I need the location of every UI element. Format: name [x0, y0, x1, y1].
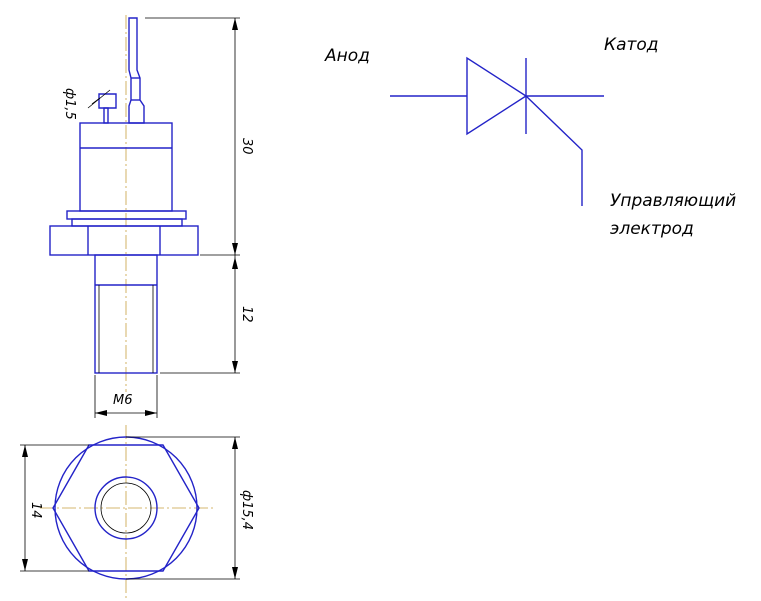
threaded-stud [94, 254, 158, 374]
dim-thread-length: 12 [239, 306, 254, 323]
gate-leader-mark [91, 97, 101, 105]
top-lead [128, 17, 145, 124]
arrow-icon [232, 243, 238, 255]
anode-label: Анод [324, 46, 370, 66]
stud-circle-inner [100, 482, 152, 534]
gate-label-line1: Управляющий [610, 191, 736, 211]
stud-circle-outer [94, 476, 158, 540]
arrow-icon [232, 567, 238, 579]
dim-hex-width: 14 [28, 502, 43, 519]
dim-gate-diameter: ф1,5 [62, 88, 77, 120]
arrow-icon [22, 559, 28, 571]
arrow-icon [232, 437, 238, 449]
flange-2 [71, 218, 183, 227]
arrow-icon [145, 410, 157, 416]
diode-triangle [466, 56, 528, 136]
arrow-icon [95, 410, 107, 416]
top-view: 14 ф15,4 [20, 425, 254, 598]
hex-side [49, 225, 199, 256]
thyristor-symbol: Анод Катод Управляющий электрод [324, 35, 736, 239]
hexagon [52, 444, 200, 572]
gate-lead [103, 107, 109, 124]
side-view: 30 12 M6 ф1,5 [49, 15, 254, 418]
arrow-icon [22, 445, 28, 457]
cathode-label: Катод [604, 35, 659, 55]
flange [66, 210, 187, 220]
dim-thread: M6 [113, 393, 133, 408]
dim-total-height: 30 [239, 138, 254, 155]
gate-wire [525, 95, 583, 206]
gate-label-line2: электрод [610, 219, 694, 239]
arrow-icon [232, 257, 238, 269]
arrow-icon [232, 18, 238, 30]
gate-lead-head [98, 93, 117, 109]
dim-hex-diameter: ф15,4 [239, 490, 254, 530]
arrow-icon [232, 361, 238, 373]
